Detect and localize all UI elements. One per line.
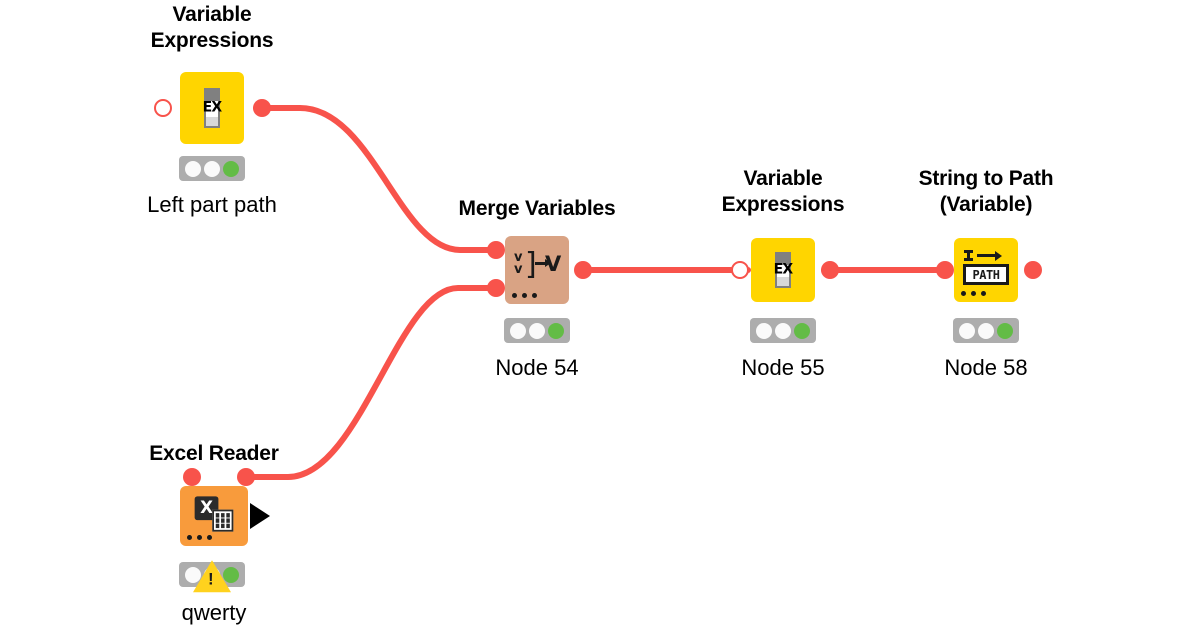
- node-status-bar: [179, 156, 245, 181]
- string-to-path-icon: PATH: [954, 238, 1018, 302]
- icon-text: EX: [202, 99, 223, 116]
- node-dots-indicator: [187, 535, 212, 540]
- icon-text: EX: [773, 261, 794, 278]
- variable-expressions-icon: EX: [180, 72, 244, 144]
- flow-variable-input-port[interactable]: [183, 468, 201, 486]
- connection-leftpath-to-merge[interactable]: [253, 105, 499, 253]
- node-dots-indicator: [512, 293, 537, 298]
- node-user-label[interactable]: Left part path: [147, 192, 277, 217]
- node-body[interactable]: EX: [751, 238, 815, 302]
- flow-variable-input-port-1[interactable]: [487, 241, 505, 259]
- warning-icon[interactable]: [193, 559, 231, 592]
- icon-text: X: [200, 498, 213, 518]
- node-user-label[interactable]: Node 58: [944, 355, 1028, 380]
- flow-variable-output-port[interactable]: [1024, 261, 1042, 279]
- flow-variable-input-port[interactable]: [154, 99, 172, 117]
- node-status-bar: [750, 318, 816, 343]
- node-body[interactable]: EX: [180, 72, 244, 144]
- flow-variable-input-port[interactable]: [936, 261, 954, 279]
- node-user-label[interactable]: qwerty: [181, 600, 247, 625]
- flow-variable-output-port[interactable]: [574, 261, 592, 279]
- node-title: Variable Expressions: [721, 167, 845, 216]
- node-user-label[interactable]: Node 55: [741, 355, 825, 380]
- icon-text: PATH: [972, 267, 1000, 282]
- node-title: Excel Reader: [149, 442, 279, 465]
- node-status-bar: [504, 318, 570, 343]
- node-body[interactable]: X: [180, 486, 248, 546]
- excel-reader-icon: X: [180, 486, 248, 546]
- flow-variable-input-port-2[interactable]: [487, 279, 505, 297]
- data-table-output-port[interactable]: [250, 503, 270, 529]
- node-title: Variable Expressions: [150, 3, 274, 52]
- flow-variable-output-port[interactable]: [253, 99, 271, 117]
- node-user-label[interactable]: Node 54: [495, 355, 579, 380]
- variable-expressions-icon: EX: [751, 238, 815, 302]
- node-status-bar: [179, 559, 245, 592]
- node-status-bar: [953, 318, 1019, 343]
- flow-variable-output-port[interactable]: [821, 261, 839, 279]
- flow-variable-output-port[interactable]: [237, 468, 255, 486]
- node-title: String to Path (Variable): [918, 167, 1054, 216]
- node-dots-indicator: [961, 291, 986, 296]
- flow-variable-input-port[interactable]: [731, 261, 749, 279]
- node-body[interactable]: PATH: [954, 238, 1018, 302]
